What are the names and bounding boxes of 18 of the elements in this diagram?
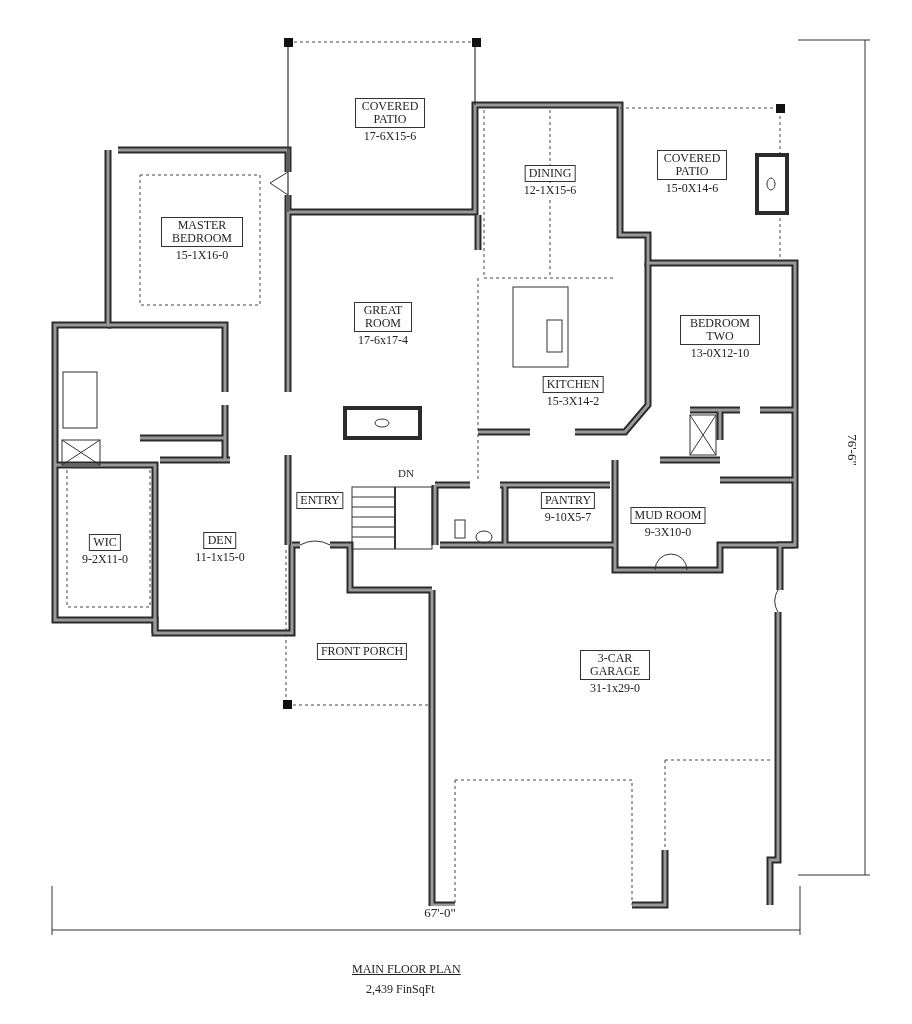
room-name-label: DEN [203,532,237,550]
room-name-label: COVERED PATIO [657,150,727,181]
room-name-label: KITCHEN [542,376,604,394]
room-name-label: WIC [89,534,121,552]
room-dimensions: 12-1X15-6 [523,183,577,198]
room-name-label: ENTRY [296,492,344,510]
plan-caption: 2,439 FinSqFt [366,982,435,997]
room-name-label: BEDROOM TWO [680,315,760,346]
room-name-label: PANTRY [540,492,596,510]
room-name-label: FRONT PORCH [316,643,408,661]
room-name-label: COVERED PATIO [355,98,425,129]
room-name-label: MASTER BEDROOM [161,217,243,248]
room-name-label: 3-CAR GARAGE [580,650,650,681]
room-name-label: GREAT ROOM [354,302,412,333]
stair-direction-label: DN [396,467,416,480]
room-name-label: MUD ROOM [630,507,706,525]
plan-title: MAIN FLOOR PLAN [352,962,461,977]
room-name-label: DINING [524,165,576,183]
